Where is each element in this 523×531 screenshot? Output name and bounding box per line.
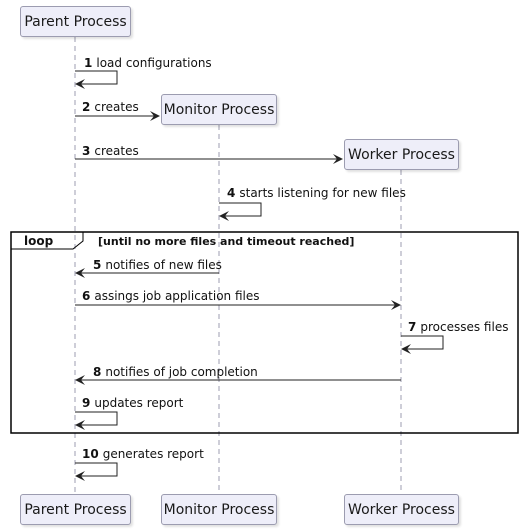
message-9-arrow — [75, 411, 118, 430]
message-number: 7 — [408, 320, 417, 334]
message-number: 2 — [82, 100, 91, 114]
message-text: notifies of new files — [105, 258, 222, 272]
message-number: 4 — [227, 186, 236, 200]
participant-monitor-top: Monitor Process — [161, 94, 277, 125]
message-number: 5 — [93, 258, 102, 272]
message-number: 10 — [82, 447, 99, 461]
message-1-arrow — [75, 70, 118, 89]
message-text: creates — [94, 144, 139, 158]
message-number: 6 — [82, 289, 91, 303]
loop-frame — [10, 231, 519, 434]
participant-worker-bottom: Worker Process — [344, 494, 459, 525]
message-number: 3 — [82, 144, 91, 158]
message-text: processes files — [420, 320, 509, 334]
message-text: notifies of job completion — [105, 365, 258, 379]
message-number: 1 — [84, 56, 93, 70]
message-7-arrow — [401, 335, 444, 354]
participant-parent-bottom: Parent Process — [20, 494, 131, 525]
participant-parent-top: Parent Process — [20, 6, 131, 37]
message-text: load configurations — [96, 56, 212, 70]
participant-monitor-bottom: Monitor Process — [161, 494, 277, 525]
message-text: assings job application files — [94, 289, 260, 303]
message-text: generates report — [102, 447, 204, 461]
message-10-arrow — [75, 462, 118, 481]
message-text: updates report — [94, 396, 184, 410]
message-text: creates — [94, 100, 139, 114]
participant-worker-top: Worker Process — [344, 139, 459, 170]
loop-tab-shape — [10, 231, 84, 250]
message-number: 9 — [82, 396, 91, 410]
loop-condition: [until no more files and timeout reached… — [98, 235, 355, 248]
message-number: 8 — [93, 365, 102, 379]
message-4-arrow — [219, 202, 262, 221]
loop-keyword: loop — [24, 234, 54, 248]
message-text: starts listening for new files — [239, 186, 406, 200]
